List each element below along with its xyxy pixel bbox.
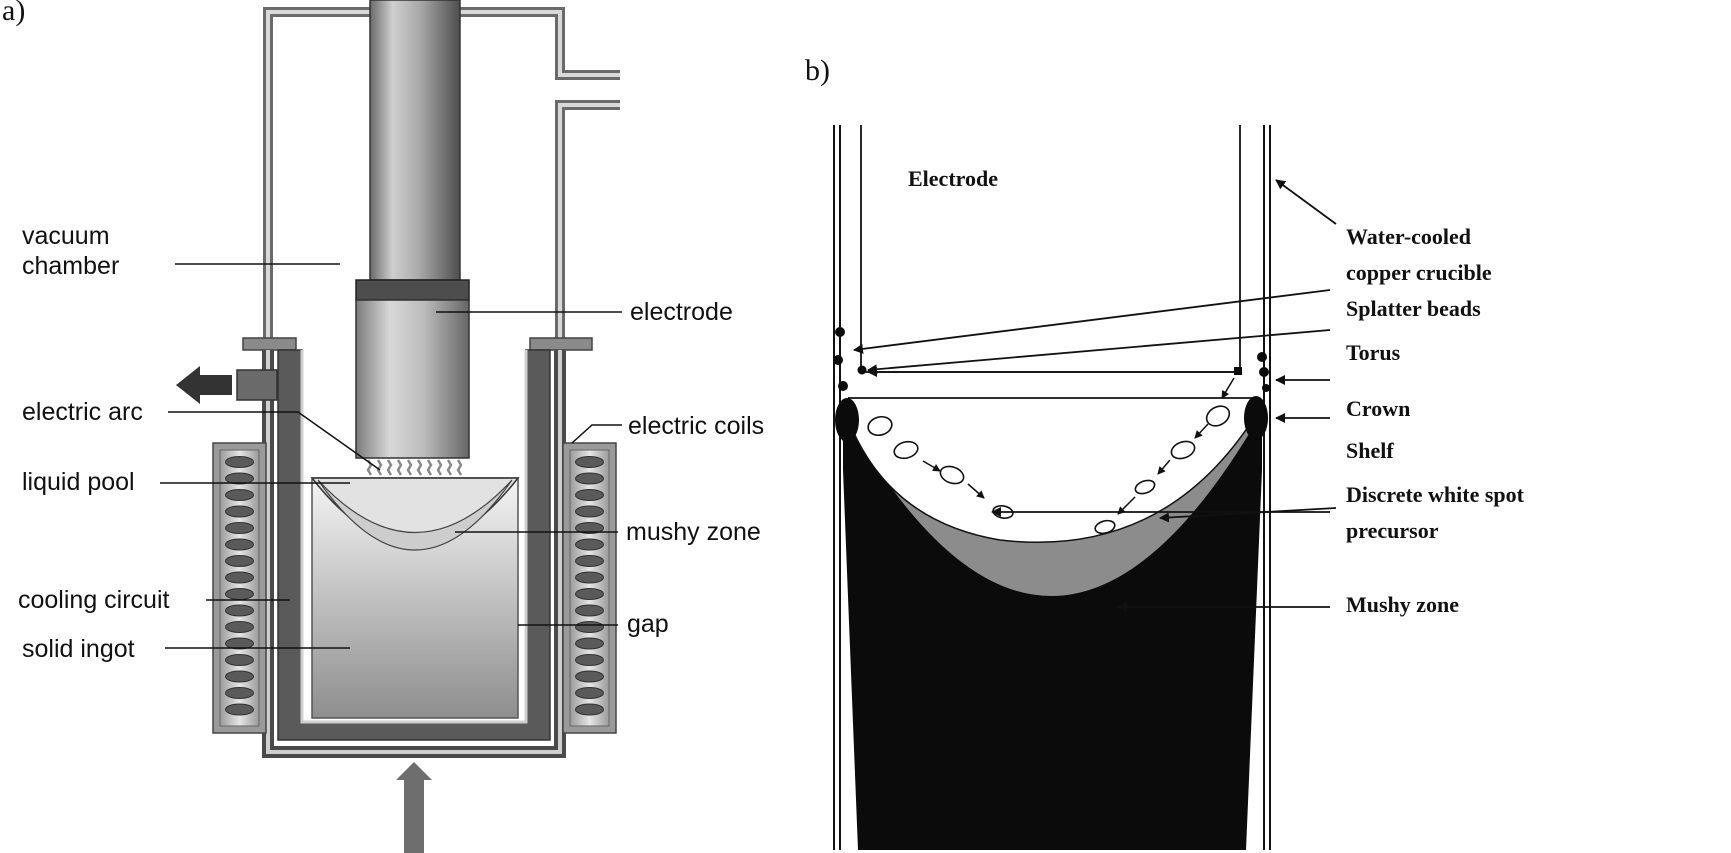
panel-a-label: a) <box>2 0 25 27</box>
label-cooling-circuit: cooling circuit <box>18 586 170 614</box>
outlet-arrow <box>176 366 232 404</box>
coil-loop <box>225 522 254 534</box>
label-electric-arc: electric arc <box>22 398 143 426</box>
label-mushy-zone-b: Mushy zone <box>1346 592 1459 617</box>
arc-spark <box>386 459 393 476</box>
arc-spark <box>396 459 403 476</box>
label-electrode-b: Electrode <box>908 166 998 191</box>
coil-loop <box>575 687 604 699</box>
arc-spark <box>376 459 383 476</box>
coil-loop <box>575 670 604 683</box>
label-shelf: Shelf <box>1346 438 1394 463</box>
copper-crucible-walls <box>833 125 1271 850</box>
coil-loop <box>225 571 254 584</box>
coil-loop <box>225 670 254 683</box>
label-electrode: electrode <box>630 298 733 326</box>
coil-loop <box>575 637 604 650</box>
panel-a: a) <box>2 0 764 853</box>
coil-loop <box>225 703 254 716</box>
label-torus: Torus <box>1346 340 1401 365</box>
coil-loop <box>575 522 604 534</box>
electric-arc <box>366 459 463 476</box>
shelf-right <box>1244 396 1268 440</box>
label-crown: Crown <box>1346 396 1410 421</box>
coil-loop <box>225 489 254 501</box>
label-solid-ingot: solid ingot <box>22 635 135 663</box>
coil-loop <box>225 555 254 567</box>
arc-spark <box>436 459 443 476</box>
electrode-body <box>355 299 470 459</box>
vacuum-chamber <box>242 7 620 351</box>
electric-coils-left <box>212 442 267 734</box>
coil-loop <box>575 588 604 600</box>
coil-loop <box>575 505 604 518</box>
arc-spark <box>456 459 463 476</box>
torus-left <box>857 365 867 375</box>
coil-loop <box>575 654 604 666</box>
arc-spark <box>406 459 413 476</box>
electrode-outline <box>860 125 1241 373</box>
crucible <box>262 349 566 758</box>
outlet-port <box>236 369 278 401</box>
label-mushy-zone: mushy zone <box>626 518 761 546</box>
label-splatter-beads: Splatter beads <box>1346 296 1481 321</box>
label-gap: gap <box>627 610 669 638</box>
arc-spark <box>426 459 433 476</box>
coil-loop <box>225 588 254 600</box>
coil-loop <box>225 654 254 666</box>
coil-loop <box>225 456 254 468</box>
coil-loop <box>575 489 604 501</box>
coil-loop <box>575 538 604 551</box>
label-liquid-pool: liquid pool <box>22 468 135 496</box>
panel-b: b) <box>805 54 1525 850</box>
liquid-pool-b <box>843 405 1262 543</box>
coil-loop <box>575 703 604 716</box>
electrode-collar <box>355 279 470 301</box>
coil-loop <box>225 687 254 699</box>
coil-loop <box>225 505 254 518</box>
left-flange <box>242 337 297 351</box>
label-vacuum-chamber-line1: vacuum <box>22 222 110 250</box>
coil-loop <box>575 555 604 567</box>
coil-loop <box>225 637 254 650</box>
coil-loops-left <box>225 456 254 716</box>
electrode-shaft <box>369 0 461 281</box>
coil-loop <box>575 571 604 584</box>
right-flange <box>529 337 593 351</box>
coil-loop <box>575 456 604 468</box>
label-water-cooled-line2: copper crucible <box>1346 260 1492 285</box>
panel-a-leader-lines <box>160 263 622 649</box>
label-white-spot-line1: Discrete white spot <box>1346 482 1525 507</box>
coil-loop <box>575 604 604 617</box>
panel-b-leader-arrows <box>853 179 1337 612</box>
crown <box>1257 352 1270 392</box>
label-white-spot-line2: precursor <box>1346 518 1439 543</box>
label-electric-coils: electric coils <box>628 412 764 440</box>
electric-coils-right <box>562 442 617 734</box>
panel-b-label: b) <box>805 54 830 87</box>
arc-spark <box>416 459 423 476</box>
torus-right <box>1234 367 1242 375</box>
shelf-left <box>835 398 859 442</box>
arc-spark <box>446 459 453 476</box>
label-water-cooled-line1: Water-cooled <box>1346 224 1471 249</box>
coil-loop <box>225 604 254 617</box>
coil-loop <box>225 621 254 633</box>
coil-loop <box>575 621 604 633</box>
coil-loops-right <box>575 456 604 716</box>
coil-loop <box>575 472 604 485</box>
inlet-arrow <box>396 762 432 853</box>
splatter-beads <box>833 327 848 391</box>
coil-loop <box>225 538 254 551</box>
coil-loop <box>225 472 254 485</box>
label-vacuum-chamber-line2: chamber <box>22 252 119 280</box>
